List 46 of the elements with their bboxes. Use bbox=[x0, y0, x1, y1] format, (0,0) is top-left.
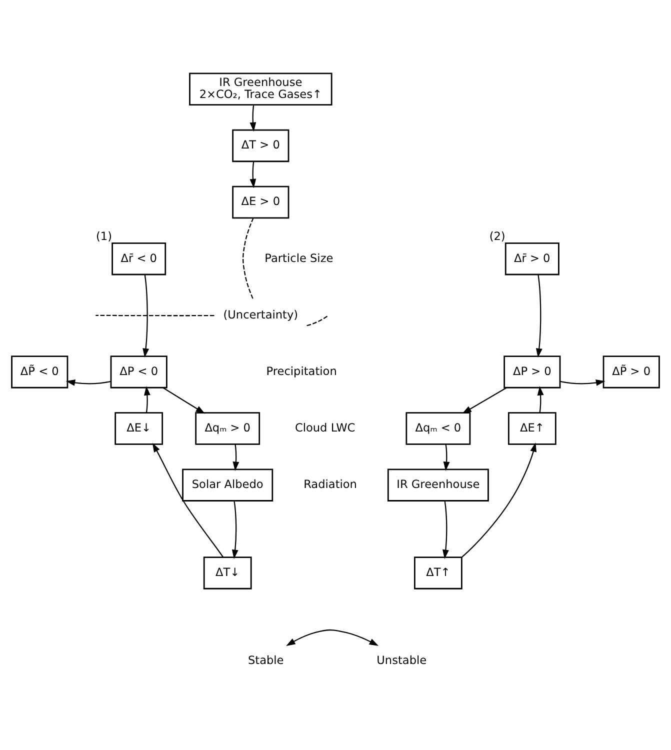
arrow bbox=[250, 162, 256, 188]
node-text: (Uncertainty) bbox=[223, 308, 298, 322]
label: Radiation bbox=[304, 478, 357, 492]
node-label: (2) bbox=[489, 230, 506, 244]
node-box: ΔE↑ bbox=[508, 412, 556, 445]
node-box: Solar Albedo bbox=[182, 468, 274, 502]
arrow bbox=[442, 500, 449, 559]
arrow bbox=[536, 274, 542, 358]
arrow bbox=[250, 104, 256, 132]
node-box: ΔE > 0 bbox=[232, 186, 290, 219]
connector bbox=[306, 315, 329, 326]
node-box: ΔT↑ bbox=[414, 556, 462, 590]
arrow bbox=[142, 274, 150, 358]
node-box: ΔP̃ < 0 bbox=[11, 356, 68, 388]
node-label: (1) bbox=[96, 230, 112, 244]
arrow bbox=[144, 386, 150, 413]
label: Particle Size bbox=[264, 252, 334, 265]
label: Precipitation bbox=[266, 364, 337, 378]
node-box: Δqₘ > 0 bbox=[195, 412, 260, 445]
node-text: Stable bbox=[248, 654, 284, 667]
node-box: ΔT > 0 bbox=[232, 129, 290, 162]
arrow bbox=[443, 444, 450, 471]
arrow bbox=[232, 444, 240, 471]
node-box: IR Greenhouse bbox=[387, 468, 489, 502]
connector bbox=[242, 218, 254, 300]
connector bbox=[96, 314, 214, 316]
arrow bbox=[232, 500, 238, 559]
arrow bbox=[462, 442, 537, 558]
arrow bbox=[66, 380, 112, 386]
arrow bbox=[537, 386, 544, 413]
node-text: Unstable bbox=[376, 654, 427, 667]
node-box: ΔP̃ > 0 bbox=[602, 356, 660, 388]
node-box: ΔP < 0 bbox=[110, 356, 168, 388]
node-box: Δr̄ > 0 bbox=[504, 242, 560, 276]
arrow bbox=[462, 387, 508, 414]
node-box: ΔT↓ bbox=[203, 556, 252, 590]
arrow bbox=[152, 442, 224, 558]
arrow bbox=[560, 380, 606, 386]
node-box: Δr̄ < 0 bbox=[112, 242, 166, 276]
node-box: Δqₘ < 0 bbox=[406, 412, 471, 445]
arrow bbox=[162, 387, 206, 414]
node-box: IR Greenhouse 2×CO₂, Trace Gases↑ bbox=[189, 72, 332, 106]
node-box: ΔE↓ bbox=[114, 412, 164, 445]
node-box: ΔP > 0 bbox=[504, 356, 561, 388]
label: Cloud LWC bbox=[294, 421, 356, 434]
arrow bbox=[286, 629, 379, 646]
